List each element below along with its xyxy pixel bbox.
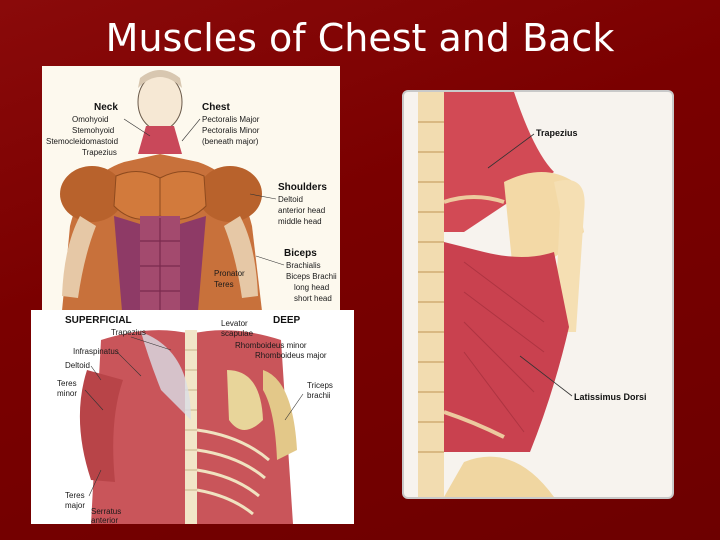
rhomboideus-minor-label: Rhomboideus minor xyxy=(235,341,307,350)
chest-item: (beneath major) xyxy=(202,137,259,146)
neck-item: Stemohyoid xyxy=(72,126,114,135)
chest-muscles-image: Neck Omohyoid Stemohyoid Stemocleidomast… xyxy=(42,66,340,311)
chest-labels: Chest Pectoralis Major Pectoralis Minor … xyxy=(202,102,260,146)
rhomboideus-major-label: Rhomboideus major xyxy=(255,351,327,360)
shoulders-heading: Shoulders xyxy=(278,182,327,193)
trapezius-label: Trapezius xyxy=(536,128,578,138)
neck-labels: Neck Omohyoid Stemohyoid Stemocleidomast… xyxy=(46,102,118,157)
infraspinatus-label: Infraspinatus xyxy=(73,347,119,356)
pronator-label: Pronator xyxy=(214,269,245,278)
neck-heading: Neck xyxy=(94,102,118,113)
latissimus-image: Trapezius Latissimus Dorsi xyxy=(402,90,674,499)
biceps-item: Biceps Brachii xyxy=(286,272,337,281)
teres-minor-label: Teres xyxy=(57,379,77,388)
deltoid-label: Deltoid xyxy=(65,361,90,370)
shoulders-labels: Shoulders Deltoid anterior head middle h… xyxy=(278,182,327,226)
shoulders-item: middle head xyxy=(278,217,322,226)
shoulders-item: Deltoid xyxy=(278,195,303,204)
neck-item: Stemocleidomastoid xyxy=(46,137,118,146)
biceps-item: long head xyxy=(294,283,329,292)
biceps-labels: Biceps Brachialis Biceps Brachii long he… xyxy=(284,248,337,303)
shoulders-item: anterior head xyxy=(278,206,325,215)
neck-item: Omohyoid xyxy=(72,115,108,124)
levator-label: Levator xyxy=(221,319,248,328)
superficial-heading: SUPERFICIAL xyxy=(65,315,132,326)
pronator-label: Teres xyxy=(214,280,234,289)
triceps-label: brachii xyxy=(307,391,331,400)
teres-major-label: Teres xyxy=(65,491,85,500)
teres-minor-label: minor xyxy=(57,389,77,398)
latissimus-label: Latissimus Dorsi xyxy=(574,392,647,402)
deep-heading: DEEP xyxy=(273,315,301,326)
teres-major-label: major xyxy=(65,501,85,510)
biceps-item: short head xyxy=(294,294,332,303)
levator-label: scapulae xyxy=(221,329,254,338)
trapezius-label: Trapezius xyxy=(111,328,146,337)
biceps-item: Brachialis xyxy=(286,261,321,270)
biceps-heading: Biceps xyxy=(284,248,317,259)
neck-item: Trapezius xyxy=(82,148,117,157)
triceps-label: Triceps xyxy=(307,381,333,390)
serratus-label: Serratus xyxy=(91,507,121,516)
chest-item: Pectoralis Major xyxy=(202,115,260,124)
slide-title: Muscles of Chest and Back xyxy=(105,16,615,60)
chest-heading: Chest xyxy=(202,102,230,113)
chest-item: Pectoralis Minor xyxy=(202,126,260,135)
serratus-label: anterior xyxy=(91,516,118,524)
back-muscles-image: SUPERFICIAL DEEP Trapezius Levator scapu… xyxy=(31,310,354,524)
